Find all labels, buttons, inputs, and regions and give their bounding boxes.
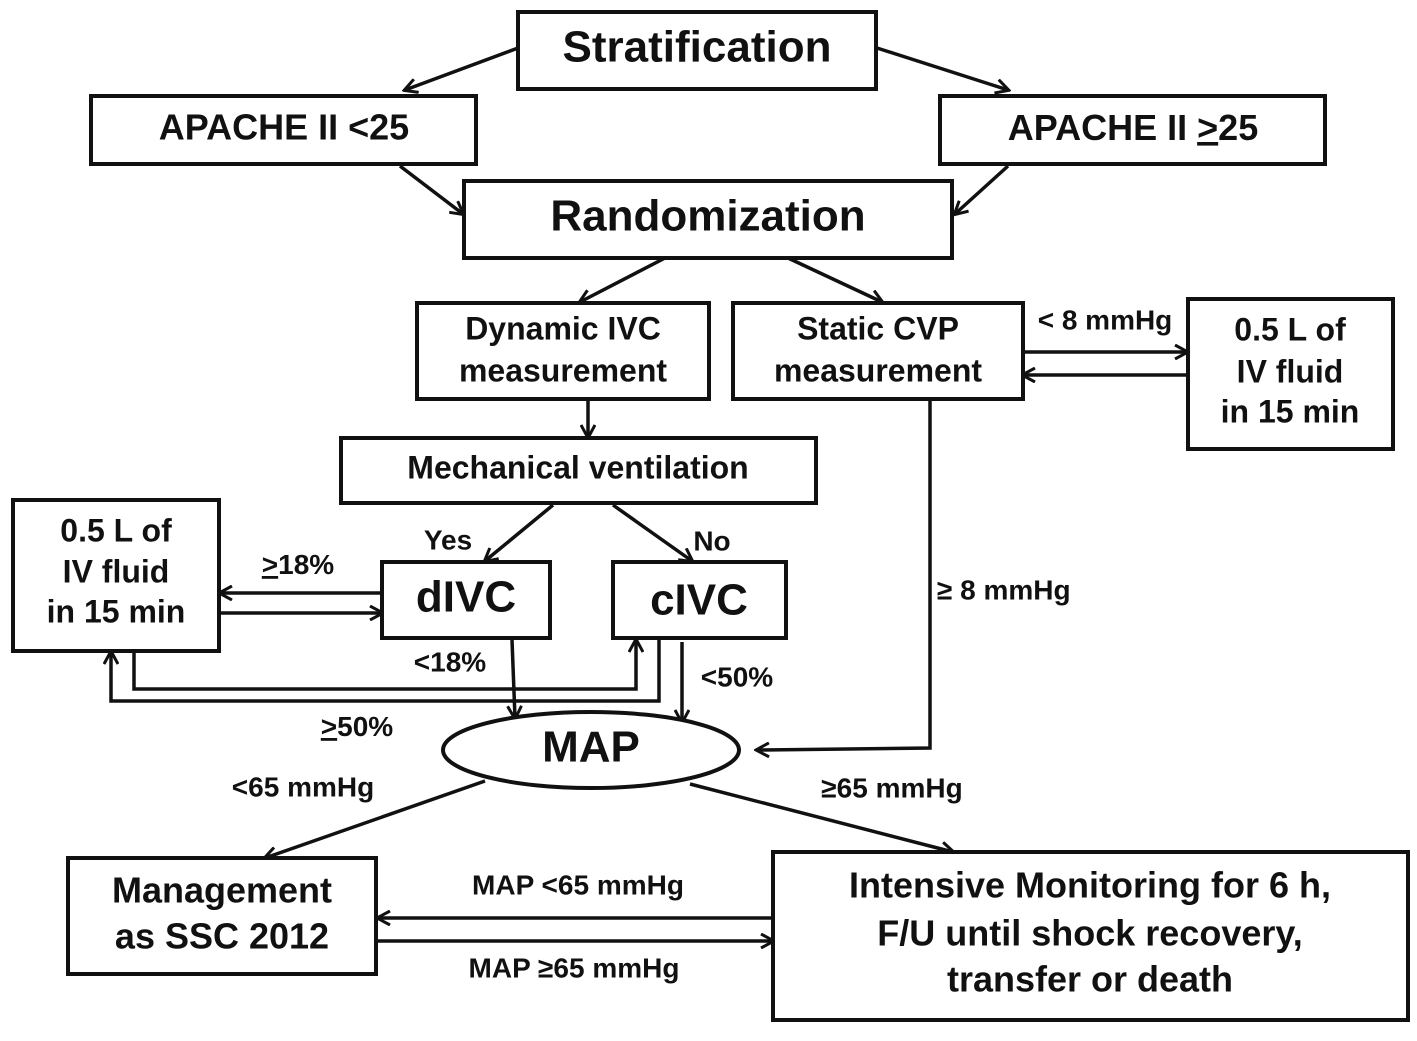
- node-dynamic-ivc-line1: Dynamic IVC: [465, 310, 661, 346]
- label-civc-high: >50%: [321, 711, 394, 742]
- node-civc: cIVC: [611, 560, 788, 640]
- label-cvp-high: ≥ 8 mmHg: [937, 574, 1071, 605]
- node-static-cvp: Static CVP measurement: [731, 301, 1025, 401]
- arrow-map-to-management: [265, 779, 486, 858]
- node-divc-label: dIVC: [416, 573, 516, 622]
- node-fluid-right-line1: 0.5 L of: [1234, 311, 1346, 347]
- node-fluid-left-line3: in 15 min: [47, 593, 186, 629]
- node-apache-low-label: APACHE II <25: [159, 107, 409, 148]
- label-civc-low: <50%: [701, 661, 773, 692]
- label-no: No: [693, 525, 730, 556]
- edge-labels: < 8 mmHg ≥ 8 mmHg Yes No >18% <18% >50% …: [232, 304, 1173, 983]
- label-map-low: <65 mmHg: [232, 771, 374, 802]
- node-management: Management as SSC 2012: [66, 856, 378, 976]
- label-civc-high-value: 50%: [337, 711, 393, 742]
- arrow-apache-high-to-random: [955, 164, 1010, 214]
- label-map-high: ≥65 mmHg: [821, 772, 962, 803]
- node-apache-high-label: APACHE II >25: [1008, 107, 1258, 148]
- node-monitoring: Intensive Monitoring for 6 h, F/U until …: [771, 850, 1410, 1022]
- apache-high-symbol: >: [1197, 107, 1218, 148]
- node-map-label: MAP: [542, 723, 640, 772]
- node-civc-label: cIVC: [650, 576, 748, 625]
- node-management-line2: as SSC 2012: [115, 916, 329, 957]
- node-fluid-left-line2: IV fluid: [63, 553, 170, 589]
- arrow-fluid-to-civc: [132, 640, 636, 691]
- label-divc-high-value: 18%: [278, 549, 334, 580]
- arrow-random-to-dynamic: [580, 256, 666, 302]
- node-apache-high: APACHE II >25: [938, 94, 1327, 166]
- node-fluid-left-line1: 0.5 L of: [60, 512, 172, 548]
- node-management-line1: Management: [112, 870, 332, 911]
- label-back-high: MAP ≥65 mmHg: [469, 952, 680, 983]
- node-fluid-right: 0.5 L of IV fluid in 15 min: [1186, 297, 1395, 451]
- node-static-cvp-line1: Static CVP: [797, 310, 959, 346]
- node-static-cvp-line2: measurement: [774, 352, 982, 388]
- label-divc-high: >18%: [262, 549, 335, 580]
- node-monitoring-line1: Intensive Monitoring for 6 h,: [849, 865, 1331, 906]
- node-mechanical-ventilation-label: Mechanical ventilation: [407, 449, 748, 485]
- node-mechanical-ventilation: Mechanical ventilation: [339, 436, 818, 505]
- node-divc: dIVC: [380, 560, 552, 640]
- connectors: [111, 46, 1187, 941]
- node-fluid-right-line2: IV fluid: [1237, 353, 1344, 389]
- label-civc-high-symbol: >: [321, 711, 337, 742]
- arrow-divc-to-map: [512, 639, 515, 718]
- apache-high-prefix: APACHE II: [1008, 107, 1197, 148]
- arrow-apache-low-to-random: [398, 164, 463, 214]
- arrow-strat-to-apache-low: [405, 46, 519, 90]
- node-stratification-label: Stratification: [563, 23, 832, 72]
- node-dynamic-ivc: Dynamic IVC measurement: [415, 301, 711, 401]
- node-monitoring-line3: transfer or death: [947, 959, 1233, 1000]
- node-map: MAP: [441, 710, 741, 790]
- node-stratification: Stratification: [516, 10, 878, 91]
- label-cvp-low: < 8 mmHg: [1038, 304, 1173, 335]
- arrow-mechvent-to-civc: [611, 503, 692, 561]
- node-fluid-right-line3: in 15 min: [1221, 393, 1360, 429]
- arrow-strat-to-apache-high: [876, 46, 1008, 90]
- node-randomization: Randomization: [462, 179, 954, 260]
- arrow-random-to-static: [787, 256, 882, 302]
- label-divc-low: <18%: [414, 646, 486, 677]
- label-yes: Yes: [424, 524, 472, 555]
- node-monitoring-line2: F/U until shock recovery,: [877, 913, 1302, 954]
- label-back-low: MAP <65 mmHg: [472, 869, 684, 900]
- node-apache-low: APACHE II <25: [89, 94, 478, 166]
- node-fluid-left: 0.5 L of IV fluid in 15 min: [11, 498, 221, 653]
- arrow-mechvent-to-divc: [485, 503, 555, 561]
- arrow-cvp-to-map: [757, 400, 932, 750]
- node-randomization-label: Randomization: [550, 192, 865, 241]
- label-divc-high-symbol: >: [262, 549, 278, 580]
- node-dynamic-ivc-line2: measurement: [459, 352, 667, 388]
- apache-high-value: 25: [1218, 107, 1258, 148]
- arrow-map-to-monitoring: [689, 782, 953, 852]
- arrow-civc-to-fluid: [111, 640, 661, 703]
